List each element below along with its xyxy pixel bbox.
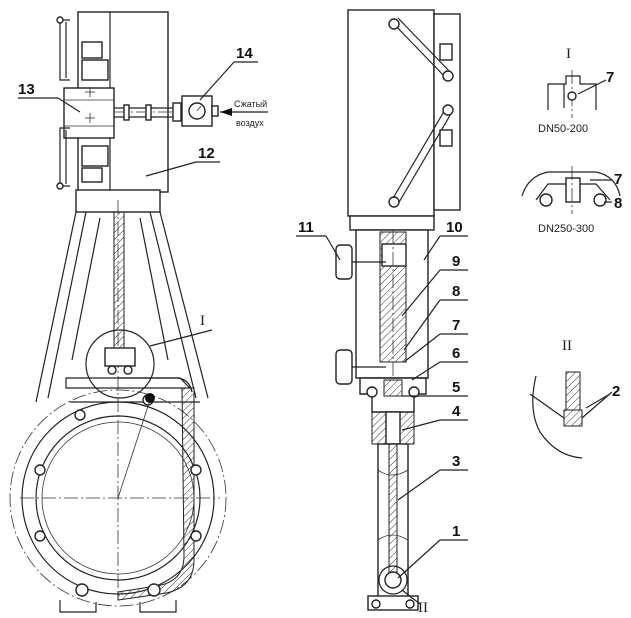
detail-I-variant-a: DN50-200 <box>538 123 588 135</box>
callout-5: 5 <box>452 379 460 396</box>
detail-I-callout-7b: 7 <box>614 171 622 188</box>
detail-I-title: I <box>566 46 571 62</box>
solenoid-plate <box>63 87 115 139</box>
callout-10: 10 <box>446 219 463 236</box>
detail-II: II 2 <box>529 338 620 459</box>
front-view: Сжатый воздух I <box>9 11 268 613</box>
side-cylinder <box>347 9 435 217</box>
side-view: 11 10 9 8 7 6 5 4 3 1 II <box>296 9 468 616</box>
callout-1: 1 <box>452 523 460 540</box>
callout-11: 11 <box>298 219 314 236</box>
callout-8: 8 <box>452 283 460 300</box>
detail-I-variant-b: DN250-300 <box>538 223 594 235</box>
callout-14: 14 <box>236 45 253 62</box>
callout-6: 6 <box>452 345 460 362</box>
callout-7: 7 <box>452 317 460 334</box>
callout-4: 4 <box>452 403 461 420</box>
air-label-2: воздух <box>236 118 264 128</box>
detail-I-callout-8: 8 <box>614 195 622 212</box>
detail-I-callout-7a: 7 <box>606 69 614 86</box>
detail-I: I 7 DN50-200 7 8 DN250-300 <box>521 46 622 235</box>
detail-II-title: II <box>562 338 572 354</box>
detail-II-callout-2: 2 <box>612 383 620 400</box>
callout-13: 13 <box>18 81 35 98</box>
detail-II-ref: II <box>418 600 428 616</box>
callout-3: 3 <box>452 453 460 470</box>
callout-9: 9 <box>452 253 460 270</box>
detail-I-mark: I <box>200 313 205 329</box>
callout-12: 12 <box>198 145 215 162</box>
air-label-1: Сжатый <box>234 99 267 109</box>
